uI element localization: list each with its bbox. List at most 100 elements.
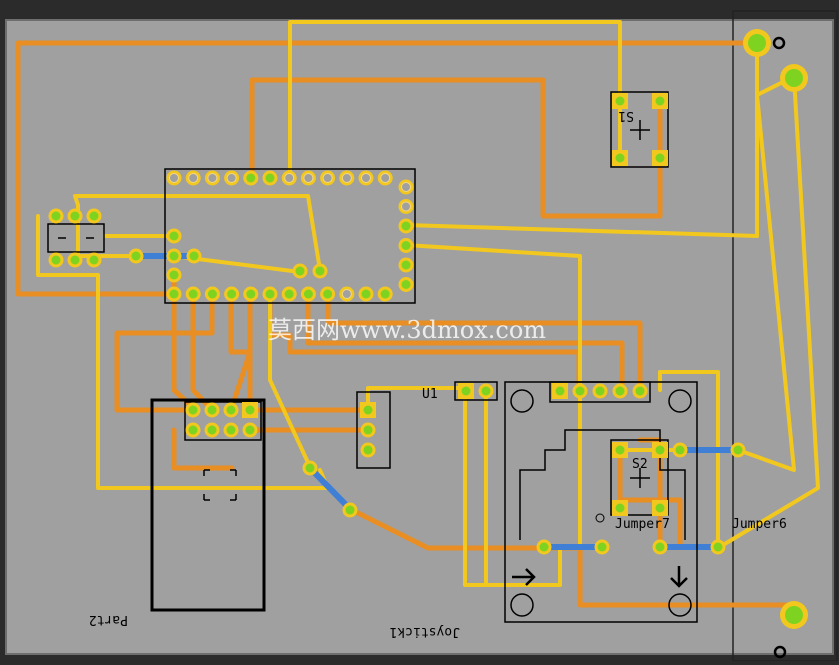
- arduino-inner-a1-hole: [169, 251, 179, 261]
- part2-top-pin-1-hole: [188, 405, 198, 415]
- arduino-bottom-pin-4-hole: [227, 289, 237, 299]
- jumper-end-7-hole: [713, 542, 723, 552]
- arduino-bottom-pin-5-hole: [246, 289, 256, 299]
- jumper-end-9-hole: [733, 445, 743, 455]
- component-pads[interactable]: [48, 93, 746, 555]
- arduino-top-pin-12-hole: [380, 173, 391, 183]
- jumper-end-2-hole: [305, 463, 315, 473]
- arduino-bottom-pin-8-hole: [303, 289, 313, 299]
- u1-pin-1-hole: [461, 386, 471, 396]
- jumper-end-4-hole: [539, 542, 549, 552]
- arduino-inner-a5-hole: [315, 266, 325, 276]
- joystick-via: [595, 513, 605, 523]
- arduino-inner-a4-hole: [295, 266, 305, 276]
- arduino-inner-a3-hole: [189, 251, 199, 261]
- arduino-top-pin-8-hole: [303, 173, 314, 183]
- arduino-bottom-pin-6-hole: [265, 289, 275, 299]
- jumper-end-3-hole: [345, 505, 355, 515]
- jumper-wires[interactable]: [133, 253, 739, 550]
- jumper-end-1-hole: [131, 251, 141, 261]
- arduino-top-pin-11-hole: [361, 173, 371, 183]
- regulator-pin-1-hole: [51, 211, 61, 221]
- arduino-bottom-pin-12-hole: [380, 289, 390, 299]
- s1-outline: [610, 91, 669, 168]
- top-traces[interactable]: [36, 20, 820, 587]
- joystick-pin-2-hole: [575, 386, 585, 396]
- arduino-top-pin-9-hole: [322, 173, 333, 183]
- s2-pin-3-hole: [615, 503, 625, 513]
- joystick-pin-1-hole: [555, 386, 565, 396]
- s1-pin-1-hole: [615, 96, 625, 106]
- regulator-pin-6-hole: [89, 255, 99, 265]
- arduino-right-pin-1-hole: [401, 182, 411, 192]
- arduino-top-pin-7-hole: [284, 173, 295, 183]
- u1-pin-2-hole: [481, 386, 491, 396]
- hole-marker-bottom: [773, 645, 787, 659]
- s2-pin-2-hole: [655, 445, 665, 455]
- label-part2: Part2: [89, 612, 128, 627]
- arduino-inner-a2-hole: [169, 270, 179, 280]
- arduino-bottom-pin-10-hole: [341, 289, 352, 299]
- u1-header-pin-3-hole: [363, 445, 373, 455]
- arduino-bottom-pin-9-hole: [323, 289, 333, 299]
- label-u1: U1: [422, 387, 438, 402]
- arduino-inner-a0-hole: [169, 231, 179, 241]
- arduino-right-pin-6-hole: [401, 280, 411, 289]
- arduino-bottom-pin-3-hole: [207, 289, 217, 299]
- arduino-bottom-pin-2-hole: [188, 289, 198, 299]
- mounting-pads[interactable]: [743, 29, 808, 659]
- arduino-top-pin-3-hole: [207, 173, 218, 183]
- part2-bottom-pin-1-hole: [188, 425, 198, 435]
- arduino-right-pin-2-hole: [401, 201, 411, 212]
- part2-header-outline: [184, 401, 262, 441]
- regulator-pin-4-hole: [51, 255, 61, 265]
- u1-pins-outline: [454, 381, 498, 401]
- s2-pin-1-hole: [615, 445, 625, 455]
- u1-header-pin-2-hole: [363, 425, 373, 435]
- watermark: 莫西网www.3dmox.com: [268, 316, 546, 344]
- arduino-top-pin-6-hole: [265, 173, 275, 183]
- s1-pin-3-hole: [615, 153, 625, 163]
- arduino-top-pin-2-hole: [188, 173, 199, 183]
- part2-top-pin-4-hole: [245, 405, 255, 415]
- part2-bottom-pin-2-hole: [207, 425, 217, 435]
- arduino-right-pin-3-hole: [401, 221, 411, 231]
- regulator-pin-3-hole: [89, 211, 99, 221]
- hole-marker-top: [772, 36, 786, 50]
- u1-header-outline: [356, 391, 391, 469]
- jumper-end-5-hole: [597, 542, 607, 552]
- s1-pin-4-hole: [655, 153, 665, 163]
- arduino-top-pin-1-hole: [169, 173, 179, 183]
- arduino-top-pin-5-hole: [246, 173, 256, 183]
- joystick-pin-3-hole: [595, 386, 605, 396]
- label-s2: S2: [632, 457, 648, 472]
- joystick-pin-5-hole: [635, 386, 645, 396]
- label-jumper7: Jumper7: [615, 517, 670, 532]
- part2-top-pin-2-hole: [207, 405, 217, 415]
- regulator-pin-2-hole: [70, 211, 80, 221]
- label-joystick: Joystick1: [390, 624, 460, 639]
- label-jumper6: Jumper6: [732, 517, 787, 532]
- joystick-header-outline: [549, 381, 651, 403]
- part2-bottom-pin-4-hole: [245, 425, 255, 435]
- arduino-outline: [164, 168, 416, 304]
- arduino-right-pin-4-hole: [401, 241, 411, 250]
- part2-bottom-pin-3-hole: [226, 425, 236, 435]
- s1-pin-2-hole: [655, 96, 665, 106]
- joystick-pin-4-hole: [615, 386, 625, 396]
- label-s1: S1: [618, 108, 634, 123]
- arduino-top-pin-4-hole: [226, 173, 237, 183]
- s2-outline: [610, 439, 669, 516]
- silkscreen: [47, 91, 698, 623]
- u1-header-pin-1-hole: [363, 405, 373, 415]
- jumper-end-6-hole: [655, 542, 665, 552]
- part2-outline: [150, 398, 266, 612]
- regulator-pin-5-hole: [70, 255, 80, 265]
- s2-pin-4-hole: [655, 503, 665, 513]
- arduino-bottom-pin-7-hole: [284, 289, 294, 299]
- arduino-bottom-pin-1-hole: [169, 289, 179, 299]
- arduino-top-pin-10-hole: [341, 173, 352, 183]
- arduino-bottom-pin-11-hole: [361, 289, 371, 299]
- arduino-right-pin-5-hole: [401, 260, 411, 270]
